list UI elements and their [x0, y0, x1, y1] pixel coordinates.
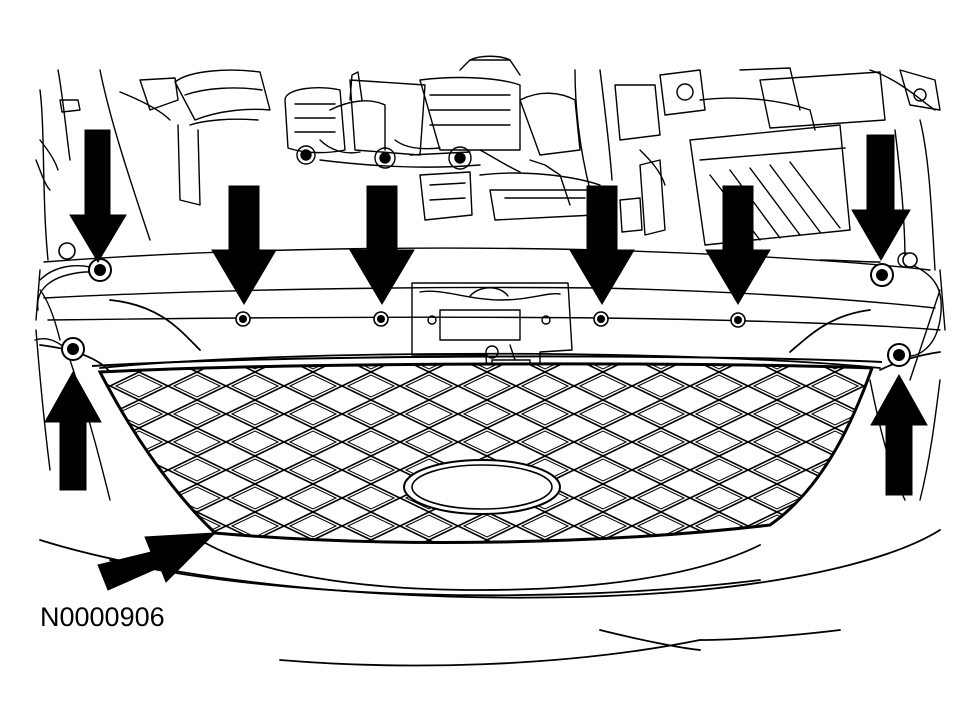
fastener-center-2	[373, 311, 389, 327]
fastener-center-3	[593, 311, 609, 327]
arrow-down-upper-right	[851, 134, 911, 261]
arrows	[44, 129, 928, 591]
arrow-down-center-2	[349, 185, 415, 305]
fastener-center-4	[730, 312, 746, 328]
fastener-lower-left	[61, 337, 85, 361]
fastener-upper-left	[88, 258, 112, 282]
engine-bay	[34, 55, 946, 501]
fastener-center-1	[235, 311, 251, 327]
fastener-upper-right	[870, 263, 894, 287]
figure-id-label: N0000906	[40, 602, 165, 632]
grille-mesh	[91, 355, 883, 544]
arrow-down-center-4	[705, 185, 771, 305]
fasteners	[58, 242, 918, 367]
arrow-up-lower-right	[870, 373, 928, 496]
arrow-down-center-1	[211, 185, 277, 305]
grille-emblem	[403, 459, 561, 515]
fastener-lower-right	[887, 343, 911, 367]
arrow-down-upper-left	[69, 129, 127, 263]
arrow-diagonal-grille	[97, 532, 217, 591]
arrow-up-lower-left	[44, 370, 102, 491]
arrow-down-center-3	[569, 185, 635, 305]
